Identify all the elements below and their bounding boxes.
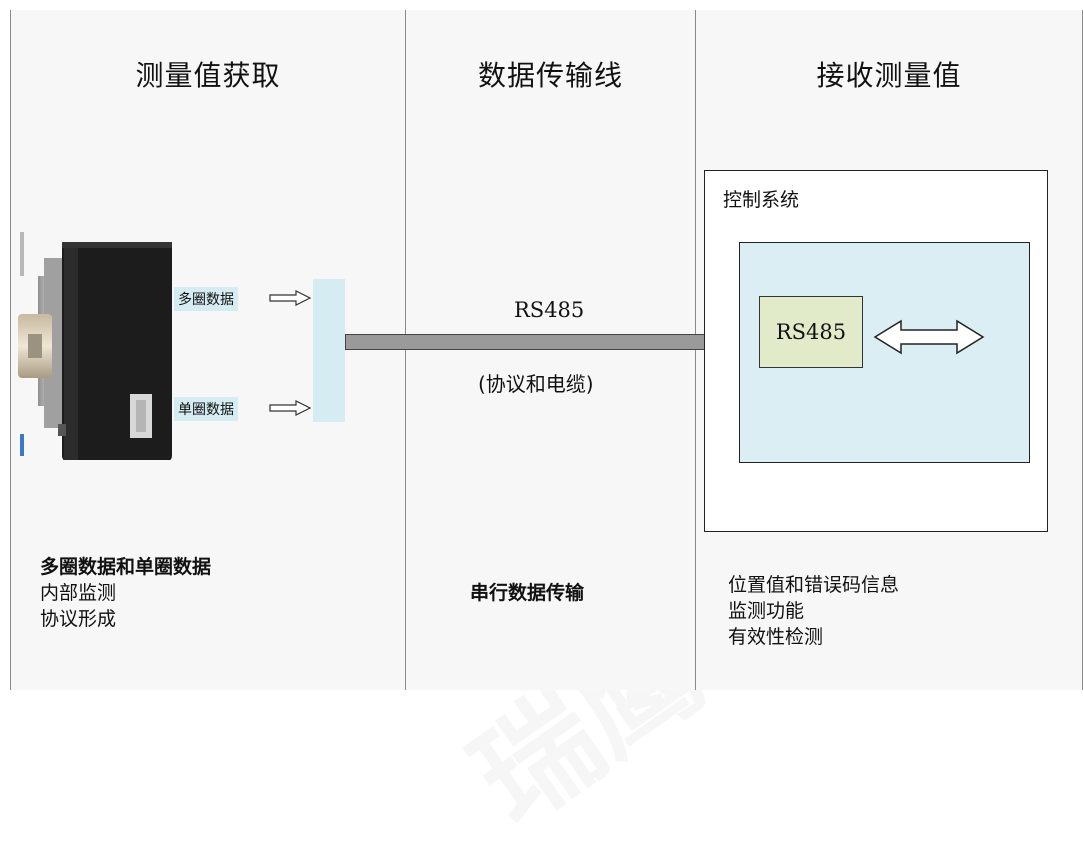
transmission-cable	[345, 334, 740, 350]
multiturn-arrow-icon	[269, 290, 312, 306]
multiturn-label: 多圈数据	[174, 287, 238, 311]
transmit-description-line-1: 串行数据传输	[470, 582, 585, 604]
control-system-title: 控制系统	[723, 189, 800, 211]
acquire-description-line-2: 内部监测	[40, 582, 117, 604]
acquire-description-line-1: 多圈数据和单圈数据	[40, 556, 212, 578]
receive-description-line-2: 监测功能	[728, 600, 805, 622]
rs485-interface-label: RS485	[775, 320, 847, 344]
receive-description-line-1: 位置值和错误码信息	[728, 574, 900, 596]
cable-protocol-label: RS485	[514, 298, 585, 322]
singleturn-arrow-icon	[269, 400, 312, 416]
bidirectional-arrow-icon	[873, 319, 985, 355]
encoder-image	[14, 228, 174, 462]
panel-transmit: 数据传输线	[405, 10, 696, 690]
acquire-description-line-3: 协议形成	[40, 608, 117, 630]
data-collector-block	[313, 279, 345, 422]
receive-description: 位置值和错误码信息 监测功能 有效性检测	[728, 572, 899, 650]
acquire-description: 多圈数据和单圈数据 内部监测 协议形成	[40, 554, 211, 632]
panel-title-receive: 接收测量值	[816, 59, 962, 92]
singleturn-label: 单圈数据	[174, 397, 238, 421]
transmit-description: 串行数据传输	[470, 580, 584, 606]
rs485-interface-box: RS485	[759, 296, 863, 368]
receive-description-line-3: 有效性检测	[728, 626, 824, 648]
panel-title-acquire: 测量值获取	[135, 59, 281, 92]
cable-note-label: (协议和电缆)	[478, 372, 594, 396]
panel-title-transmit: 数据传输线	[477, 59, 623, 92]
